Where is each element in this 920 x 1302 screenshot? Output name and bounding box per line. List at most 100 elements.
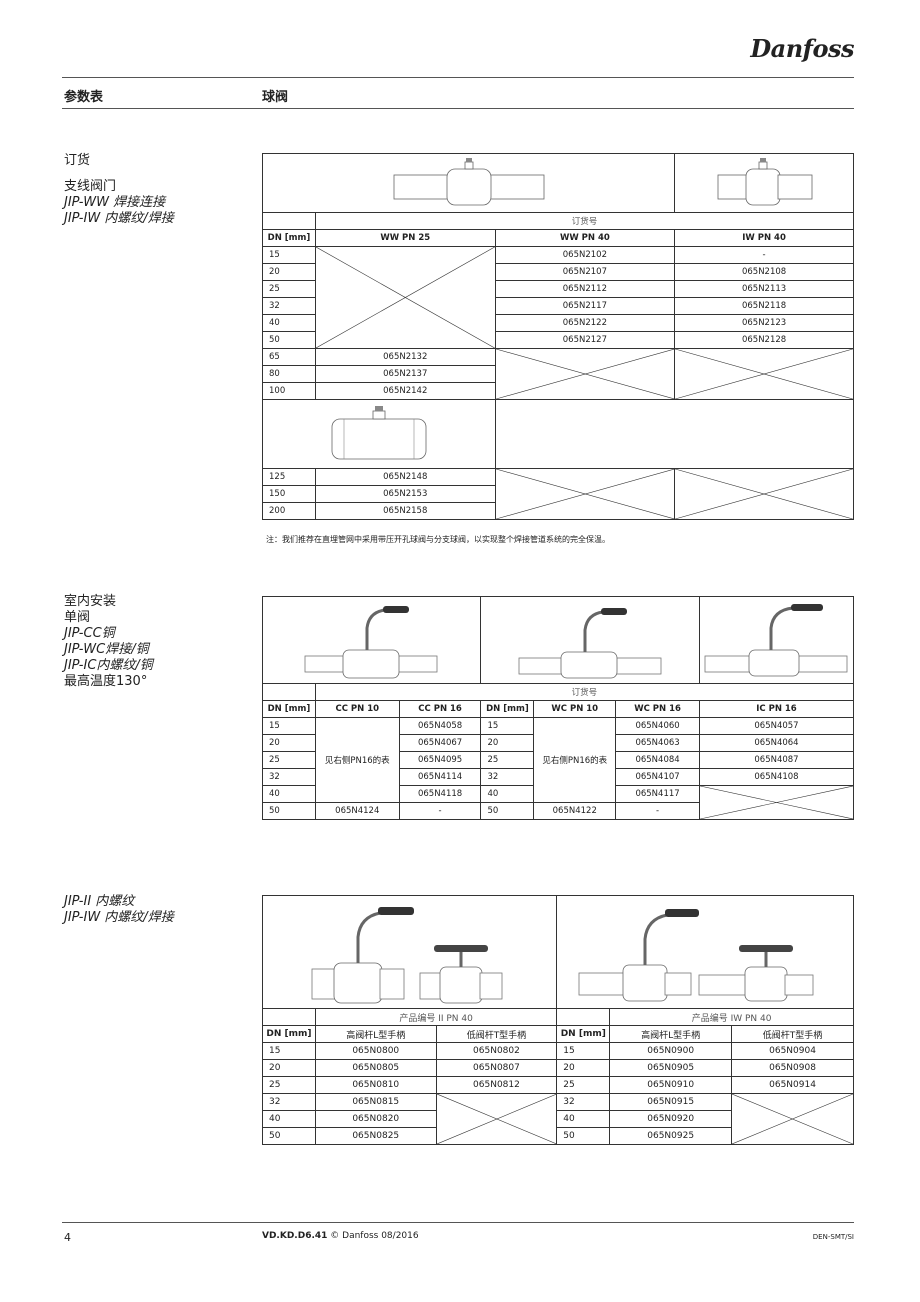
wc-valve-image-cell: [480, 596, 700, 684]
table-row: 15 065N0800 065N0802 15 065N0900 065N090…: [262, 1042, 854, 1060]
product-title: 球阀: [262, 90, 289, 105]
code-cell: -: [674, 246, 854, 264]
code-cell: 065N0812: [435, 1076, 558, 1094]
code-cell: 065N0914: [731, 1076, 854, 1094]
table-row: 25 065N2112 065N2113: [262, 280, 854, 298]
footer-rule: [62, 1222, 854, 1223]
code-cell: 065N4087: [698, 751, 855, 769]
col-ww-pn40: WW PN 40: [494, 229, 676, 247]
col-cc-pn16: CC PN 16: [398, 700, 482, 718]
table-row: 150 065N2153: [262, 485, 854, 503]
table-row: 40 065N2122 065N2123: [262, 314, 854, 332]
iw-valves-icon: [578, 908, 814, 1001]
footer-code: DEN-SMT/SI: [812, 1233, 854, 1241]
ic-valve-image-cell: [698, 596, 855, 684]
dn-cell: 20: [556, 1059, 611, 1077]
code-cell: 065N0800: [314, 1042, 437, 1060]
dn-cell: 25: [262, 751, 316, 769]
table-note: 注：我们推荐在直埋管网中采用带压开孔球阀与分支球阀，以实现整个焊接管道系统的完全…: [266, 535, 610, 544]
col-wc-pn10: WC PN 10: [533, 700, 617, 718]
label-indoor: 室内安装: [64, 594, 117, 609]
empty-image-cell: [494, 399, 855, 469]
not-available-cross: [314, 246, 496, 349]
block2-labels: 室内安装 单阀 JIP-CC铜 JIP-WC焊接/铜 JIP-IC内螺纹/铜 最…: [64, 594, 153, 690]
cc-valve-icon: [304, 605, 438, 678]
dn-cell: 15: [480, 717, 535, 735]
not-available-cross: [494, 468, 676, 520]
table-row: 15 065N2102 -: [262, 246, 854, 349]
code-cell: 065N4117: [615, 785, 700, 803]
dn-cell: 40: [262, 314, 316, 332]
col-ww-pn25: WW PN 25: [314, 229, 496, 247]
code-cell: 065N4063: [615, 734, 700, 752]
header-rule-bottom: [62, 108, 854, 109]
not-available-cross: [698, 785, 855, 820]
code-cell: 065N4118: [398, 785, 482, 803]
table-row: 32 065N4114 32 065N4107 065N4108: [262, 768, 855, 786]
group-iw-pn40: 产品编号 IW PN 40: [609, 1008, 854, 1026]
see-right-note: 见右侧PN16的表: [533, 717, 617, 803]
code-cell: 065N0900: [609, 1042, 733, 1060]
label-jip-ic: JIP-IC内螺纹/铜: [64, 658, 153, 673]
dn-cell: 40: [556, 1110, 611, 1128]
copyright: © Danfoss 08/2016: [330, 1231, 419, 1241]
code-cell: 065N2158: [314, 502, 496, 520]
not-available-cross: [674, 468, 854, 520]
col-cc-pn10: CC PN 10: [314, 700, 400, 718]
table-row: 15 见右侧PN16的表 065N4058 15 见右侧PN16的表 065N4…: [262, 717, 855, 803]
col-dn-2: DN [mm]: [556, 1025, 611, 1043]
iw-valve-image-cell: [674, 153, 854, 213]
iw-valve-image-cell-2: [556, 895, 854, 1009]
dn-cell: 25: [480, 751, 535, 769]
col-low-stem-t: 低阀杆T型手柄: [435, 1025, 558, 1043]
code-cell: 065N0810: [314, 1076, 437, 1094]
ww-valve-icon: [393, 157, 544, 205]
dn-cell: 32: [262, 297, 316, 315]
col-low-stem-t-2: 低阀杆T型手柄: [731, 1025, 854, 1043]
code-cell: 065N0915: [609, 1093, 733, 1111]
dn-cell: 25: [262, 280, 316, 298]
page-number: 4: [64, 1231, 71, 1244]
dn-cell: 40: [262, 1110, 316, 1128]
order-table-ii-iw: 产品编号 II PN 40 产品编号 IW PN 40 DN [mm] 高阀杆L…: [261, 895, 854, 1145]
code-cell: 065N2122: [494, 314, 676, 332]
code-cell: 065N4095: [398, 751, 482, 769]
block1-labels: 订货 支线阀门 JIP-WW 焊接连接 JIP-IW 内螺纹/焊接: [64, 153, 174, 227]
code-cell: 065N2128: [674, 331, 854, 349]
table-row: 32 065N0815 32 065N0915: [262, 1093, 854, 1145]
code-cell: 065N0815: [314, 1093, 437, 1111]
wc-valve-icon: [518, 607, 662, 678]
code-cell: 065N2108: [674, 263, 854, 281]
footer-doc-info: VD.KD.D6.41 © Danfoss 08/2016: [262, 1231, 419, 1241]
ii-valve-image-cell: [261, 895, 558, 1009]
not-available-cross: [731, 1093, 854, 1145]
dn-cell: 50: [262, 331, 316, 349]
code-cell: 065N4108: [698, 768, 855, 786]
dn-cell: 100: [262, 382, 316, 400]
dn-cell: 40: [480, 785, 535, 803]
large-valve-image-cell: [262, 399, 496, 469]
large-ww-valve-icon: [331, 405, 427, 459]
dn-cell: 15: [262, 717, 316, 735]
code-cell: 065N2118: [674, 297, 854, 315]
col-high-stem-l: 高阀杆L型手柄: [314, 1025, 437, 1043]
code-cell: 065N2153: [314, 485, 496, 503]
danfoss-logo: Danfoss: [750, 34, 854, 63]
code-cell: 065N2117: [494, 297, 676, 315]
dn-cell: 20: [480, 734, 535, 752]
iw-valve-icon: [717, 157, 813, 205]
order-number-label: 订货号: [314, 683, 855, 701]
table-row: 20 065N2107 065N2108: [262, 263, 854, 281]
code-cell: 065N0908: [731, 1059, 854, 1077]
code-cell: 065N0925: [609, 1127, 733, 1145]
dn-cell: 20: [262, 1059, 316, 1077]
block3-labels: JIP-II 内螺纹 JIP-IW 内螺纹/焊接: [64, 894, 174, 926]
table-row: 200 065N2158: [262, 502, 854, 520]
ii-valves-icon: [311, 906, 503, 1003]
col-ic-pn16: IC PN 16: [698, 700, 855, 718]
dn-cell: 32: [556, 1093, 611, 1111]
code-cell: 065N4107: [615, 768, 700, 786]
code-cell: 065N0802: [435, 1042, 558, 1060]
dn-cell: 80: [262, 365, 316, 383]
code-cell: 065N2102: [494, 246, 676, 264]
